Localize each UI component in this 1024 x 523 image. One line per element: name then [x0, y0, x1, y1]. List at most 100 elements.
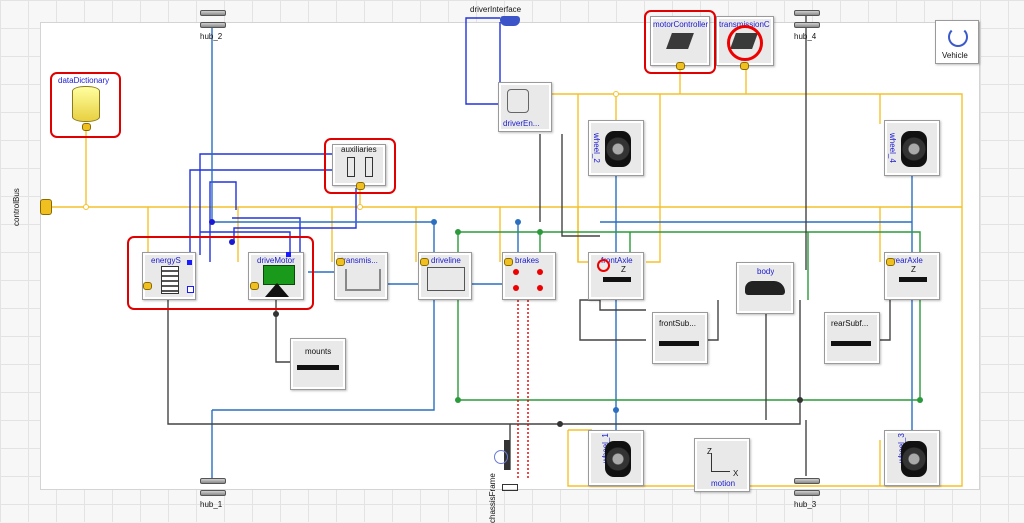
chassis-frame-label: chassisFrame [488, 473, 497, 523]
driver-environment-label: driverEn... [503, 119, 540, 128]
electric-pin-icon [187, 260, 192, 265]
driver-interface-label: driverInterface [470, 5, 522, 14]
mounts-label: mounts [305, 347, 332, 356]
battery-icon [161, 266, 179, 294]
motor-controller-block[interactable]: motorController [650, 16, 710, 66]
front-axle-label: frontAxle [601, 256, 633, 265]
vehicle-icon-block[interactable]: Vehicle [935, 20, 979, 64]
hub-3-label: hub_3 [794, 500, 817, 509]
mechanical-wires [167, 12, 891, 476]
hub-connector-icon[interactable] [200, 10, 226, 28]
tire-icon [901, 441, 927, 477]
body-block[interactable]: body [736, 262, 794, 314]
hub-connector-icon[interactable] [794, 10, 820, 28]
hub-4-label: hub_4 [794, 32, 817, 41]
chassis-frame-icon[interactable] [494, 440, 522, 474]
bus-port-icon [420, 258, 429, 266]
auxiliaries-block[interactable]: auxiliaries [332, 144, 386, 186]
driver-interface-port-icon[interactable] [500, 16, 520, 26]
refresh-icon [948, 27, 968, 47]
brake-icon [513, 269, 519, 275]
rear-subframe-block[interactable]: rearSubf... [824, 312, 880, 364]
electric-pin-icon [286, 252, 291, 257]
hub-connector-icon[interactable] [200, 478, 226, 496]
front-axle-z-label: Z [621, 265, 626, 274]
bus-port-icon [250, 282, 259, 290]
brake-icon [513, 285, 519, 291]
axle-icon [603, 277, 631, 282]
wheel-4-block[interactable]: wheel_4 [884, 120, 940, 176]
resistor-icon [365, 157, 373, 177]
rear-subframe-label: rearSubf... [831, 319, 869, 328]
highlight-box [50, 72, 121, 138]
front-subframe-label: frontSub... [659, 319, 696, 328]
control-bus-port-icon[interactable] [40, 199, 52, 215]
control-bus-wires [40, 68, 963, 487]
motion-x-label: X [733, 469, 739, 478]
driver-environment-block[interactable]: driverEn... [498, 82, 552, 132]
rear-axle-z-label: Z [911, 265, 916, 274]
vehicle-title: Vehicle [942, 51, 968, 60]
electrical-wires [189, 17, 501, 262]
transmission-controller-block[interactable]: transmissionC [716, 16, 774, 66]
bus-port-icon [143, 282, 152, 290]
tire-icon [901, 131, 927, 167]
chip-icon [666, 33, 694, 49]
driveline-label: driveline [431, 256, 461, 265]
bus-port-icon [676, 62, 685, 70]
bus-port-icon [740, 62, 749, 70]
drive-motor-block[interactable]: driveMotor [248, 252, 304, 300]
transmission-label: transmis... [341, 256, 378, 265]
bus-port-icon [886, 258, 895, 266]
driveline-icon [427, 267, 465, 291]
data-dictionary-label: dataDictionary [58, 76, 110, 85]
hub-2-label: hub_2 [200, 32, 223, 41]
motion-z-label: Z [707, 447, 712, 456]
axes-icon [711, 453, 730, 472]
car-icon [745, 281, 785, 295]
brake-icon [537, 269, 543, 275]
disabled-icon [727, 25, 763, 61]
motor-controller-label: motorController [653, 20, 709, 29]
highlight-box [644, 10, 716, 74]
mount-icon [297, 365, 339, 370]
energy-storage-label: energyS [151, 256, 181, 265]
bus-port-icon [82, 123, 91, 131]
bus-port-icon [504, 258, 513, 266]
front-axle-block[interactable]: frontAxle Z [588, 252, 644, 300]
gearbox-icon [345, 269, 381, 291]
axle-icon [899, 277, 927, 282]
transmission-controller-label: transmissionC [719, 20, 770, 29]
wheel-2-label: wheel_2 [592, 133, 601, 163]
frame-connector-icon [502, 484, 518, 491]
motor-icon [263, 265, 295, 285]
highlight-box [127, 236, 314, 310]
drive-motor-label: driveMotor [257, 256, 295, 265]
bus-port-icon [356, 182, 365, 190]
motion-label: motion [711, 479, 736, 488]
hub-1-label: hub_1 [200, 500, 223, 509]
rotational-wires [211, 24, 913, 478]
hub-connector-icon[interactable] [794, 478, 820, 496]
highlight-box [324, 138, 396, 194]
front-subframe-block[interactable]: frontSub... [652, 312, 708, 364]
wire-junctions [83, 91, 923, 427]
mounts-block[interactable]: mounts [290, 338, 346, 390]
rear-axle-label: rearAxle [893, 256, 923, 265]
seat-icon [507, 89, 529, 113]
auxiliaries-label: auxiliaries [341, 145, 377, 154]
wheel-4-label: wheel_4 [888, 133, 897, 163]
motor-base-icon [265, 283, 289, 297]
brakes-label: brakes [515, 256, 540, 265]
bus-port-icon [336, 258, 345, 266]
tire-icon [605, 441, 631, 477]
motion-block[interactable]: Z X motion [694, 438, 750, 492]
database-icon[interactable] [72, 86, 100, 122]
wheel-1-block[interactable]: wheel_1 [588, 430, 644, 486]
wheel-3-block[interactable]: wheel_3 [884, 430, 940, 486]
wheel-2-block[interactable]: wheel_2 [588, 120, 644, 176]
resistor-icon [347, 157, 355, 177]
tire-icon [605, 131, 631, 167]
disabled-icon [597, 259, 610, 272]
